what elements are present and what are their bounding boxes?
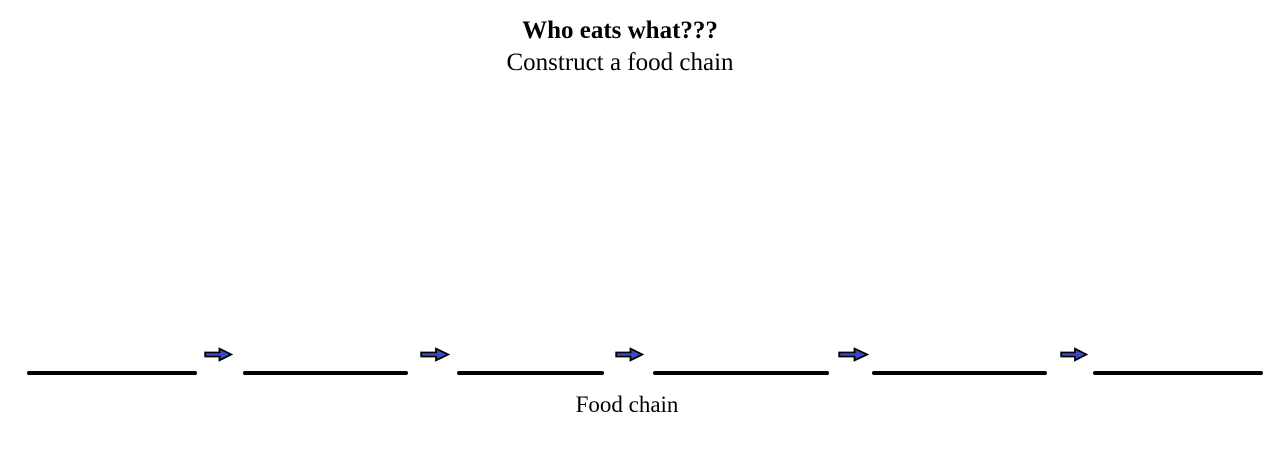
right-arrow-icon bbox=[1060, 347, 1088, 362]
page-subtitle: Construct a food chain bbox=[506, 49, 734, 76]
right-arrow-icon bbox=[204, 347, 233, 362]
right-arrow-icon bbox=[615, 347, 644, 362]
food-chain-blank-6[interactable] bbox=[1093, 371, 1263, 375]
food-chain-blank-1[interactable] bbox=[27, 371, 197, 375]
food-chain-blank-3[interactable] bbox=[457, 371, 604, 375]
food-chain-diagram bbox=[0, 340, 1283, 380]
food-chain-caption: Food chain bbox=[575, 392, 679, 417]
food-chain-blank-4[interactable] bbox=[653, 371, 829, 375]
food-chain-blank-5[interactable] bbox=[872, 371, 1047, 375]
right-arrow-icon bbox=[838, 347, 869, 362]
page-title: Who eats what??? bbox=[522, 17, 718, 44]
food-chain-blank-2[interactable] bbox=[243, 371, 408, 375]
right-arrow-icon bbox=[420, 347, 450, 362]
